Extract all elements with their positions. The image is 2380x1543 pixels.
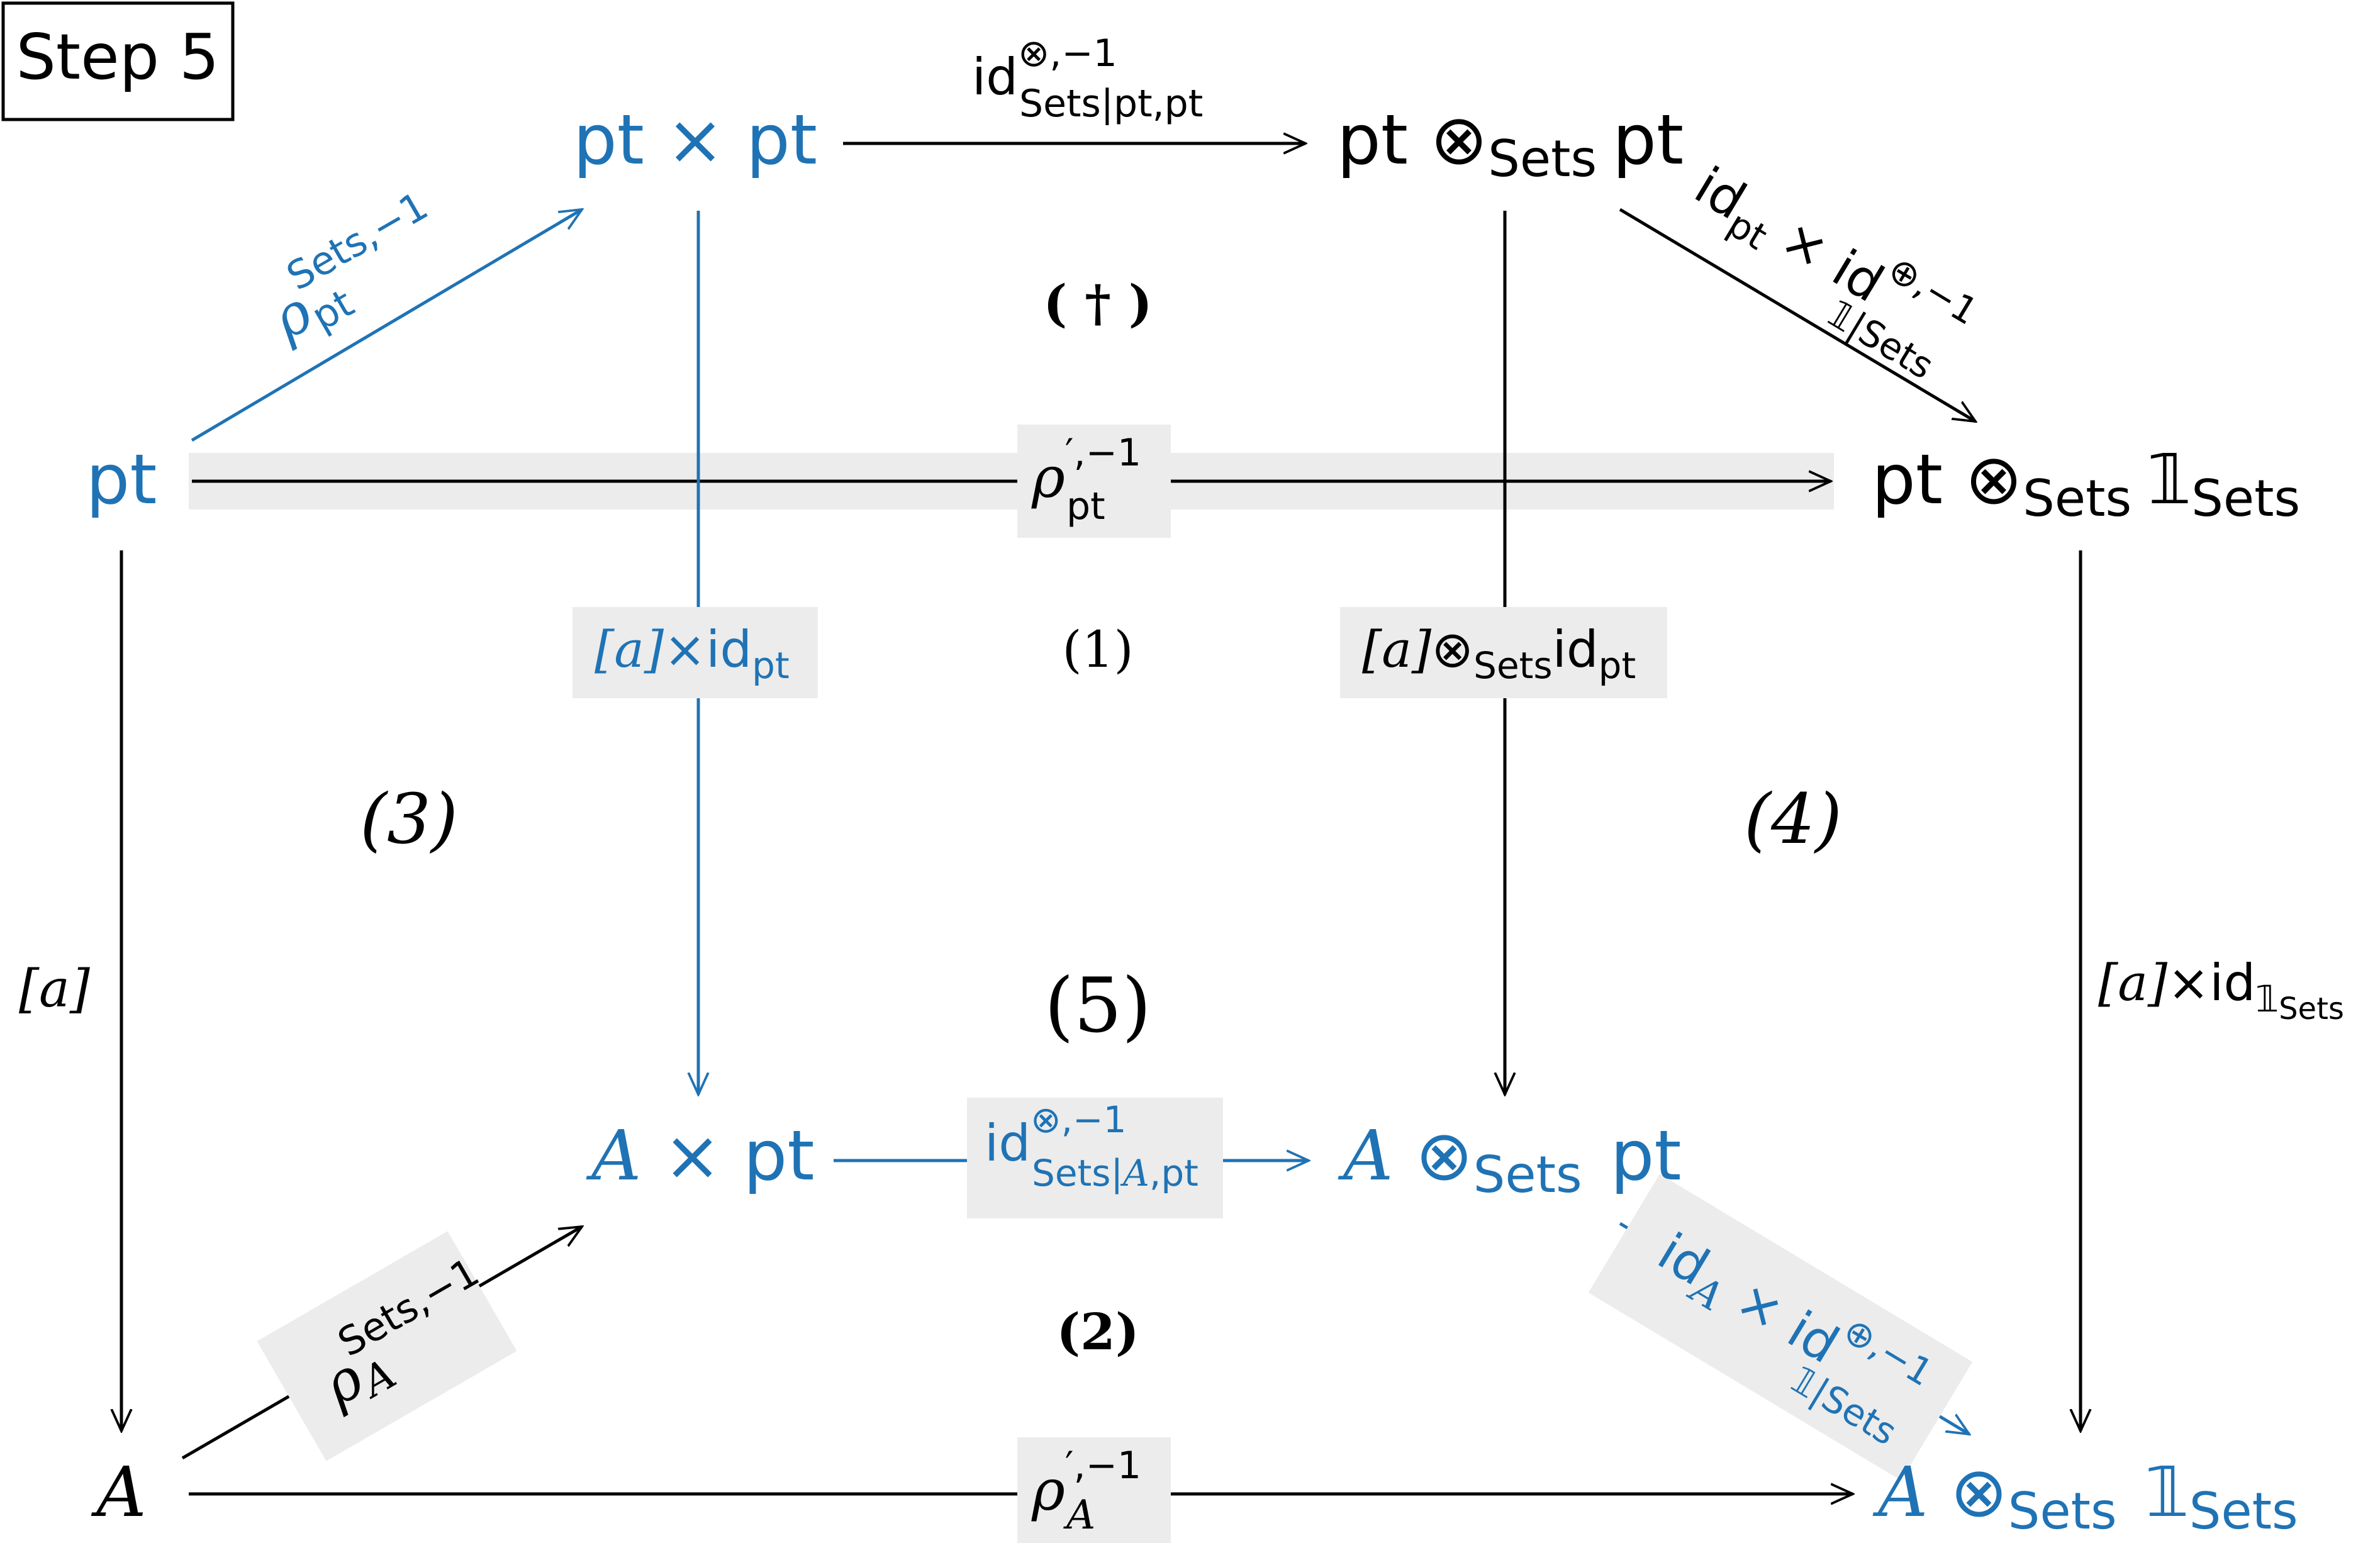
label-a-tensor-id-pt: [a]⊗Setsidpt [1362, 620, 1636, 687]
arrow-rho-pt-sets [191, 209, 582, 442]
node-A-tensor-one: A ⊗Sets 𝟙Sets [1872, 1452, 2298, 1540]
label-right-a-x-id-one: [a]×id𝟙Sets [2098, 954, 2344, 1027]
bottom-mid-id-label-bg2 [967, 1098, 1223, 1218]
region-dagger: ( † ) [1043, 274, 1152, 333]
arrow-right-diag [1619, 208, 1975, 421]
region-one: (1) [1062, 620, 1133, 679]
region-three: (3) [360, 779, 458, 859]
node-pt: pt [86, 439, 157, 520]
rho-prime-pt-label-bg [1017, 425, 1171, 538]
region-four: (4) [1744, 779, 1842, 859]
rho-prime-A-label-bg [1017, 1437, 1171, 1543]
rho-A-sets-label-bg [257, 1231, 517, 1461]
node-A-tensor-pt: A ⊗Sets pt [1338, 1115, 1682, 1204]
node-A-x-pt: A × pt [586, 1115, 815, 1196]
right-lower-diag-label-bg [1588, 1174, 1973, 1481]
label-left-a: [a] [19, 959, 91, 1019]
step-label-box: Step 5 [1, 1, 235, 121]
region-five: (5) [1044, 962, 1151, 1050]
node-A: A [91, 1452, 146, 1532]
a-tensor-id-pt-label-bg [1340, 607, 1667, 698]
label-rho-pt-sets: ρSets,−1pt [250, 182, 459, 357]
node-pt-x-pt: pt × pt [573, 99, 817, 180]
a-x-id-pt-label-bg [573, 607, 818, 698]
step-label: Step 5 [16, 20, 219, 94]
label-rho-pt-sets-group: ρSets,−1pt [250, 182, 459, 357]
label-a-x-id-pt: [a]×idpt [595, 620, 790, 687]
region-two: (2) [1056, 1302, 1139, 1361]
